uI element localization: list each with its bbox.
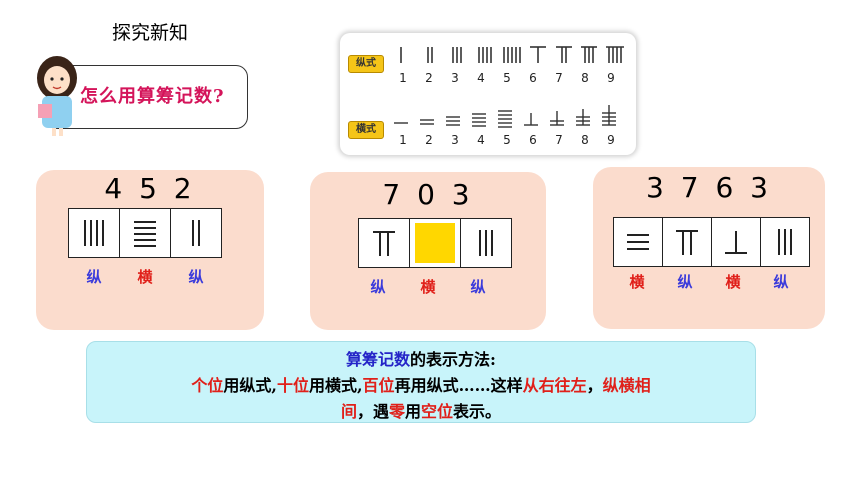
digit-label: 1	[399, 133, 407, 147]
form-label: 纵	[370, 278, 386, 296]
horizontal-form-tag: 横式	[348, 121, 384, 139]
form-label: 纵	[470, 278, 486, 296]
rod-cell-tens	[712, 218, 761, 266]
question-text: 怎么用算筹记数?	[80, 86, 225, 107]
form-label: 横	[420, 278, 436, 296]
digit-label: 4	[477, 71, 485, 85]
rod-cell-ones	[171, 209, 221, 257]
rule-title-rest: 的表示方法:	[410, 350, 496, 369]
rule-line-2: 个位用纵式,十位用横式,百位再用纵式……这样从右往左，纵横相	[87, 372, 755, 396]
digit-label: 8	[581, 71, 589, 85]
digit-label: 1	[399, 71, 407, 85]
vertical-form-tag: 纵式	[348, 55, 384, 73]
horizontal-digit-row: 1 2 3 4 5 6 7 8 9	[390, 133, 624, 147]
rule-text: ，遇	[356, 402, 389, 421]
rule-text: 个位	[191, 376, 224, 395]
rule-text: 再用纵式……这样	[394, 376, 523, 395]
rule-text: 十位	[276, 376, 309, 395]
section-title: 探究新知	[112, 22, 189, 44]
rule-text: 用	[405, 402, 422, 421]
rule-text: 表示。	[453, 402, 502, 421]
form-label: 纵	[86, 268, 102, 286]
rule-title-term: 算筹记数	[346, 350, 411, 369]
digit-label: 3	[451, 71, 459, 85]
example-number: 4 5 2	[104, 172, 196, 205]
rule-explanation-box: 算筹记数的表示方法: 个位用纵式,十位用横式,百位再用纵式……这样从右往左，纵横…	[86, 341, 756, 423]
example-card-3763: 3 7 6 3 横 纵 横 纵	[593, 167, 825, 329]
digit-label: 3	[451, 133, 459, 147]
rod-cell-tens-empty	[410, 219, 461, 267]
rule-text: 百位	[362, 376, 395, 395]
digit-label: 7	[555, 133, 563, 147]
example-card-452: 4 5 2 纵 横 纵	[36, 170, 264, 330]
form-label: 纵	[188, 268, 204, 286]
rule-text: 用纵式,	[223, 376, 277, 395]
digit-label: 5	[503, 71, 511, 85]
rod-cells	[358, 218, 512, 268]
rule-title: 算筹记数的表示方法:	[87, 346, 755, 370]
digit-label: 5	[503, 133, 511, 147]
digit-label: 6	[529, 133, 537, 147]
form-label: 纵	[773, 273, 789, 291]
rod-cell-hundreds	[359, 219, 410, 267]
rule-line-3: 间，遇零用空位表示。	[87, 398, 755, 422]
form-label: 横	[137, 268, 153, 286]
digit-label: 9	[607, 133, 615, 147]
digit-label: 6	[529, 71, 537, 85]
example-number: 7 0 3	[382, 178, 474, 211]
rod-cell-hundreds	[663, 218, 712, 266]
digit-label: 2	[425, 133, 433, 147]
question-bubble	[46, 65, 248, 129]
rule-text: ，	[586, 376, 603, 395]
rod-cell-tens	[120, 209, 171, 257]
form-label: 横	[725, 273, 741, 291]
digit-label: 2	[425, 71, 433, 85]
empty-zero-square	[415, 223, 455, 263]
teacher-illustration	[37, 56, 77, 136]
rule-text: 间	[340, 402, 357, 421]
rod-cells	[68, 208, 222, 258]
rule-text: 用横式,	[308, 376, 363, 395]
rod-cells	[613, 217, 810, 267]
digit-label: 7	[555, 71, 563, 85]
horizontal-rod-symbols	[394, 105, 616, 128]
rule-text: 零	[388, 402, 405, 421]
rule-text: 从右往左	[522, 376, 587, 395]
rule-text: 空位	[421, 402, 454, 421]
rule-text: 纵横相	[602, 376, 651, 395]
example-card-703: 7 0 3 纵 横 纵	[310, 172, 546, 330]
rod-cell-thousands	[614, 218, 663, 266]
rod-cell-ones	[461, 219, 511, 267]
example-number: 3 7 6 3	[646, 171, 772, 204]
vertical-digit-row: 1 2 3 4 5 6 7 8 9	[390, 71, 624, 85]
form-label: 横	[629, 273, 645, 291]
rod-cell-hundreds	[69, 209, 120, 257]
digit-label: 4	[477, 133, 485, 147]
vertical-rod-symbols	[400, 46, 624, 63]
form-label: 纵	[677, 273, 693, 291]
rod-numeral-table: 纵式 横式 1 2 3 4 5 6 7	[340, 33, 636, 155]
digit-label: 9	[607, 71, 615, 85]
digit-label: 8	[581, 133, 589, 147]
rod-cell-ones	[761, 218, 809, 266]
